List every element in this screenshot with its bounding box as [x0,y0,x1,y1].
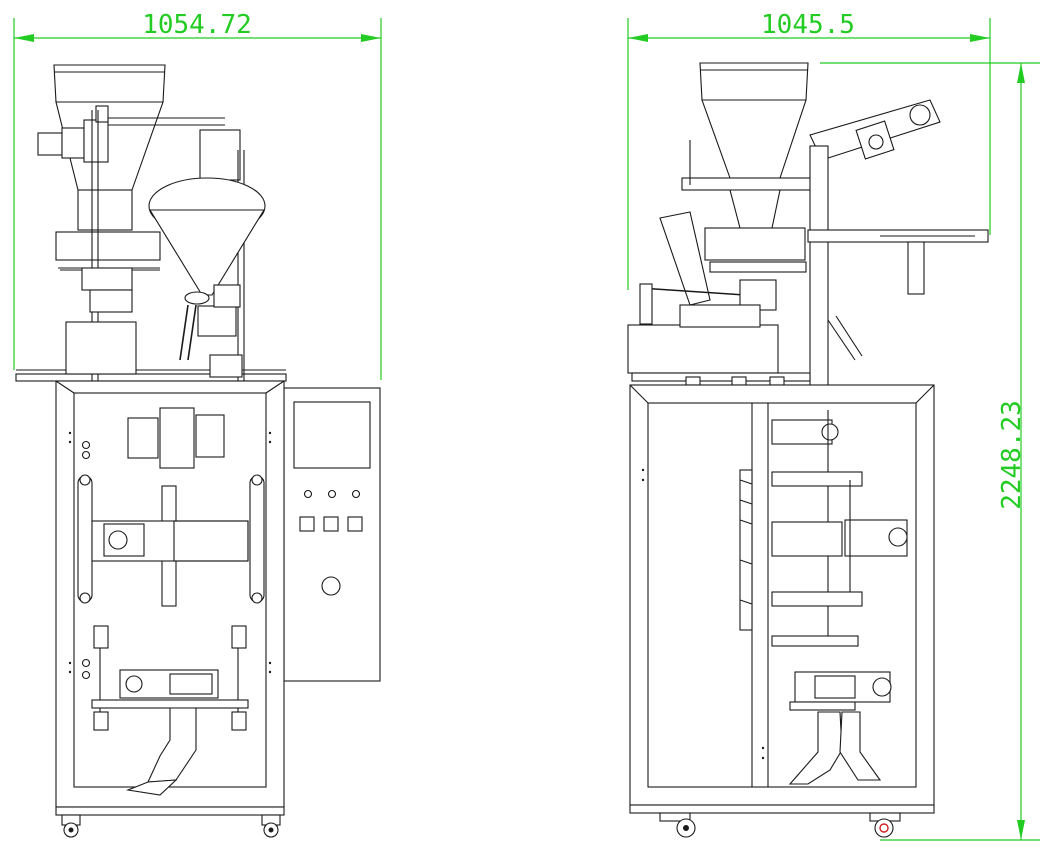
side-main-hopper [681,62,823,229]
side-width-label: 1045.5 [761,10,855,40]
front-auger-funnel [148,177,266,361]
front-casters [61,814,281,838]
side-width-dimension: 1045.5 [627,10,991,290]
side-arm-motor [809,99,941,161]
height-origin-marker [879,823,889,833]
front-view [15,64,381,838]
front-side-motor [37,105,241,181]
side-view [627,62,989,838]
height-label: 2248.23 [997,400,1027,510]
front-main-hopper [53,64,166,271]
height-dimension: 2248.23 [820,62,1040,841]
front-control-box [283,387,381,682]
front-width-dimension: 1054.72 [13,10,382,380]
front-width-label: 1054.72 [142,10,252,40]
side-casters [659,812,901,838]
